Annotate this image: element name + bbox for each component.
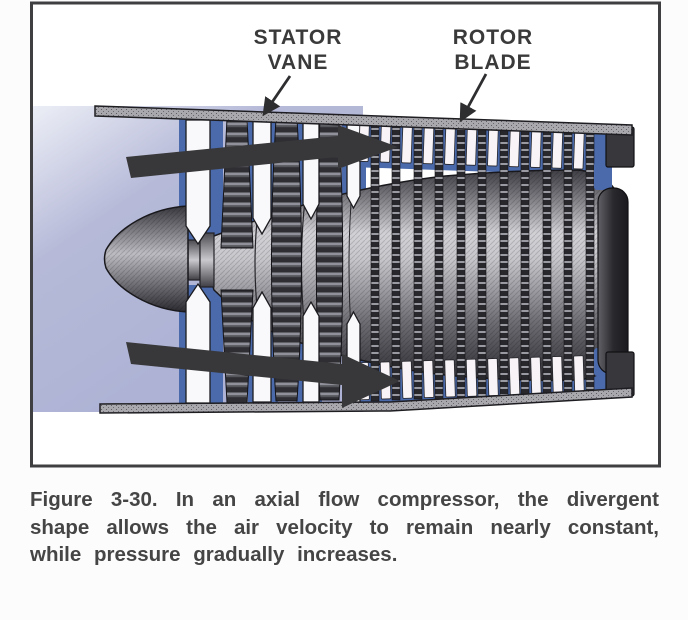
- rear-end-section: [594, 126, 635, 397]
- airflow-arrow-top: [126, 125, 398, 178]
- figure-caption: Figure 3-30. In an axial flow compressor…: [30, 486, 659, 569]
- caption-line: while pressure gradually increases.: [30, 543, 398, 566]
- rotor-blade-columns-front: [220, 117, 344, 404]
- drive-shaft: [187, 232, 215, 288]
- stator-vane-leader-arrow: [262, 75, 292, 117]
- stator-vane-label-line2: VANE: [268, 51, 329, 74]
- rotor-blade-label-line2: BLADE: [454, 51, 531, 74]
- nose-spinner: [103, 205, 189, 313]
- airflow-arrow-bottom: [126, 342, 400, 408]
- rotor-blade-leader-arrow: [459, 73, 488, 123]
- stator-vane-label-line1: STATOR: [254, 26, 343, 49]
- compressor-casing-top: [94, 105, 633, 136]
- compressor-casing-bottom: [99, 387, 633, 414]
- caption-line: shape allows the air velocity to remain …: [30, 515, 659, 539]
- caption-line: Figure 3-30. In an axial flow compressor…: [30, 488, 659, 511]
- rotor-blade-label-line1: ROTOR: [453, 26, 533, 49]
- axial-compressor-diagram: STATOR VANE ROTOR BLADE: [30, 1, 661, 468]
